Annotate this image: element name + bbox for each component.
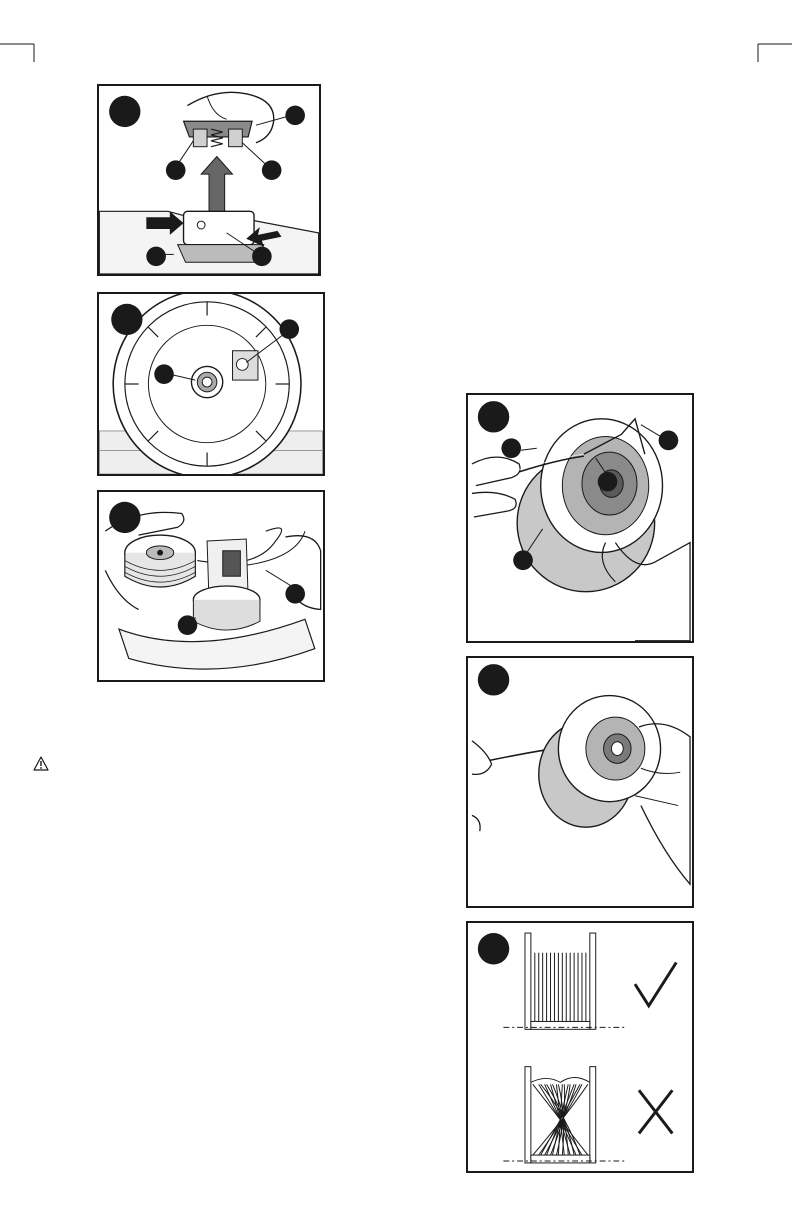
crop-mark-left [0,40,38,62]
figure-badge [478,401,509,432]
trimmer-head-cap-removal-illustration [99,86,319,274]
figure-2 [97,292,325,476]
callout-1 [178,615,198,635]
correct-incorrect-winding-diagram [468,923,692,1171]
callout-3 [262,160,282,180]
figure-3 [97,490,325,682]
correct-winding [503,933,676,1029]
x-mark-icon [639,1090,672,1133]
figure-badge [109,96,140,127]
callout-3 [598,472,618,492]
callout-2 [285,584,305,604]
callout-1 [501,438,521,458]
callout-4 [146,247,166,267]
incorrect-winding [503,1067,672,1163]
warning-triangle-icon [33,756,49,772]
figure-badge [478,933,509,964]
checkmark-icon [635,963,676,1006]
callout-5 [252,247,272,267]
figure-badge [478,664,509,695]
figure-5 [466,656,694,908]
callout-2 [166,160,186,180]
figure-1 [97,84,321,276]
figure-4 [466,393,694,643]
spool-housing-top-view-illustration [99,294,323,474]
line-winding-spool-illustration [468,658,692,906]
callout-2 [659,431,679,451]
figure-badge [111,304,142,335]
callout-4 [513,550,533,570]
crop-mark-right [754,40,792,62]
callout-1 [154,364,174,384]
line-threading-spool-illustration [468,395,692,641]
figure-6 [466,921,694,1173]
figure-badge [109,502,140,533]
spool-removal-illustration [99,492,323,680]
callout-2 [279,319,299,339]
callout-1 [285,106,305,126]
